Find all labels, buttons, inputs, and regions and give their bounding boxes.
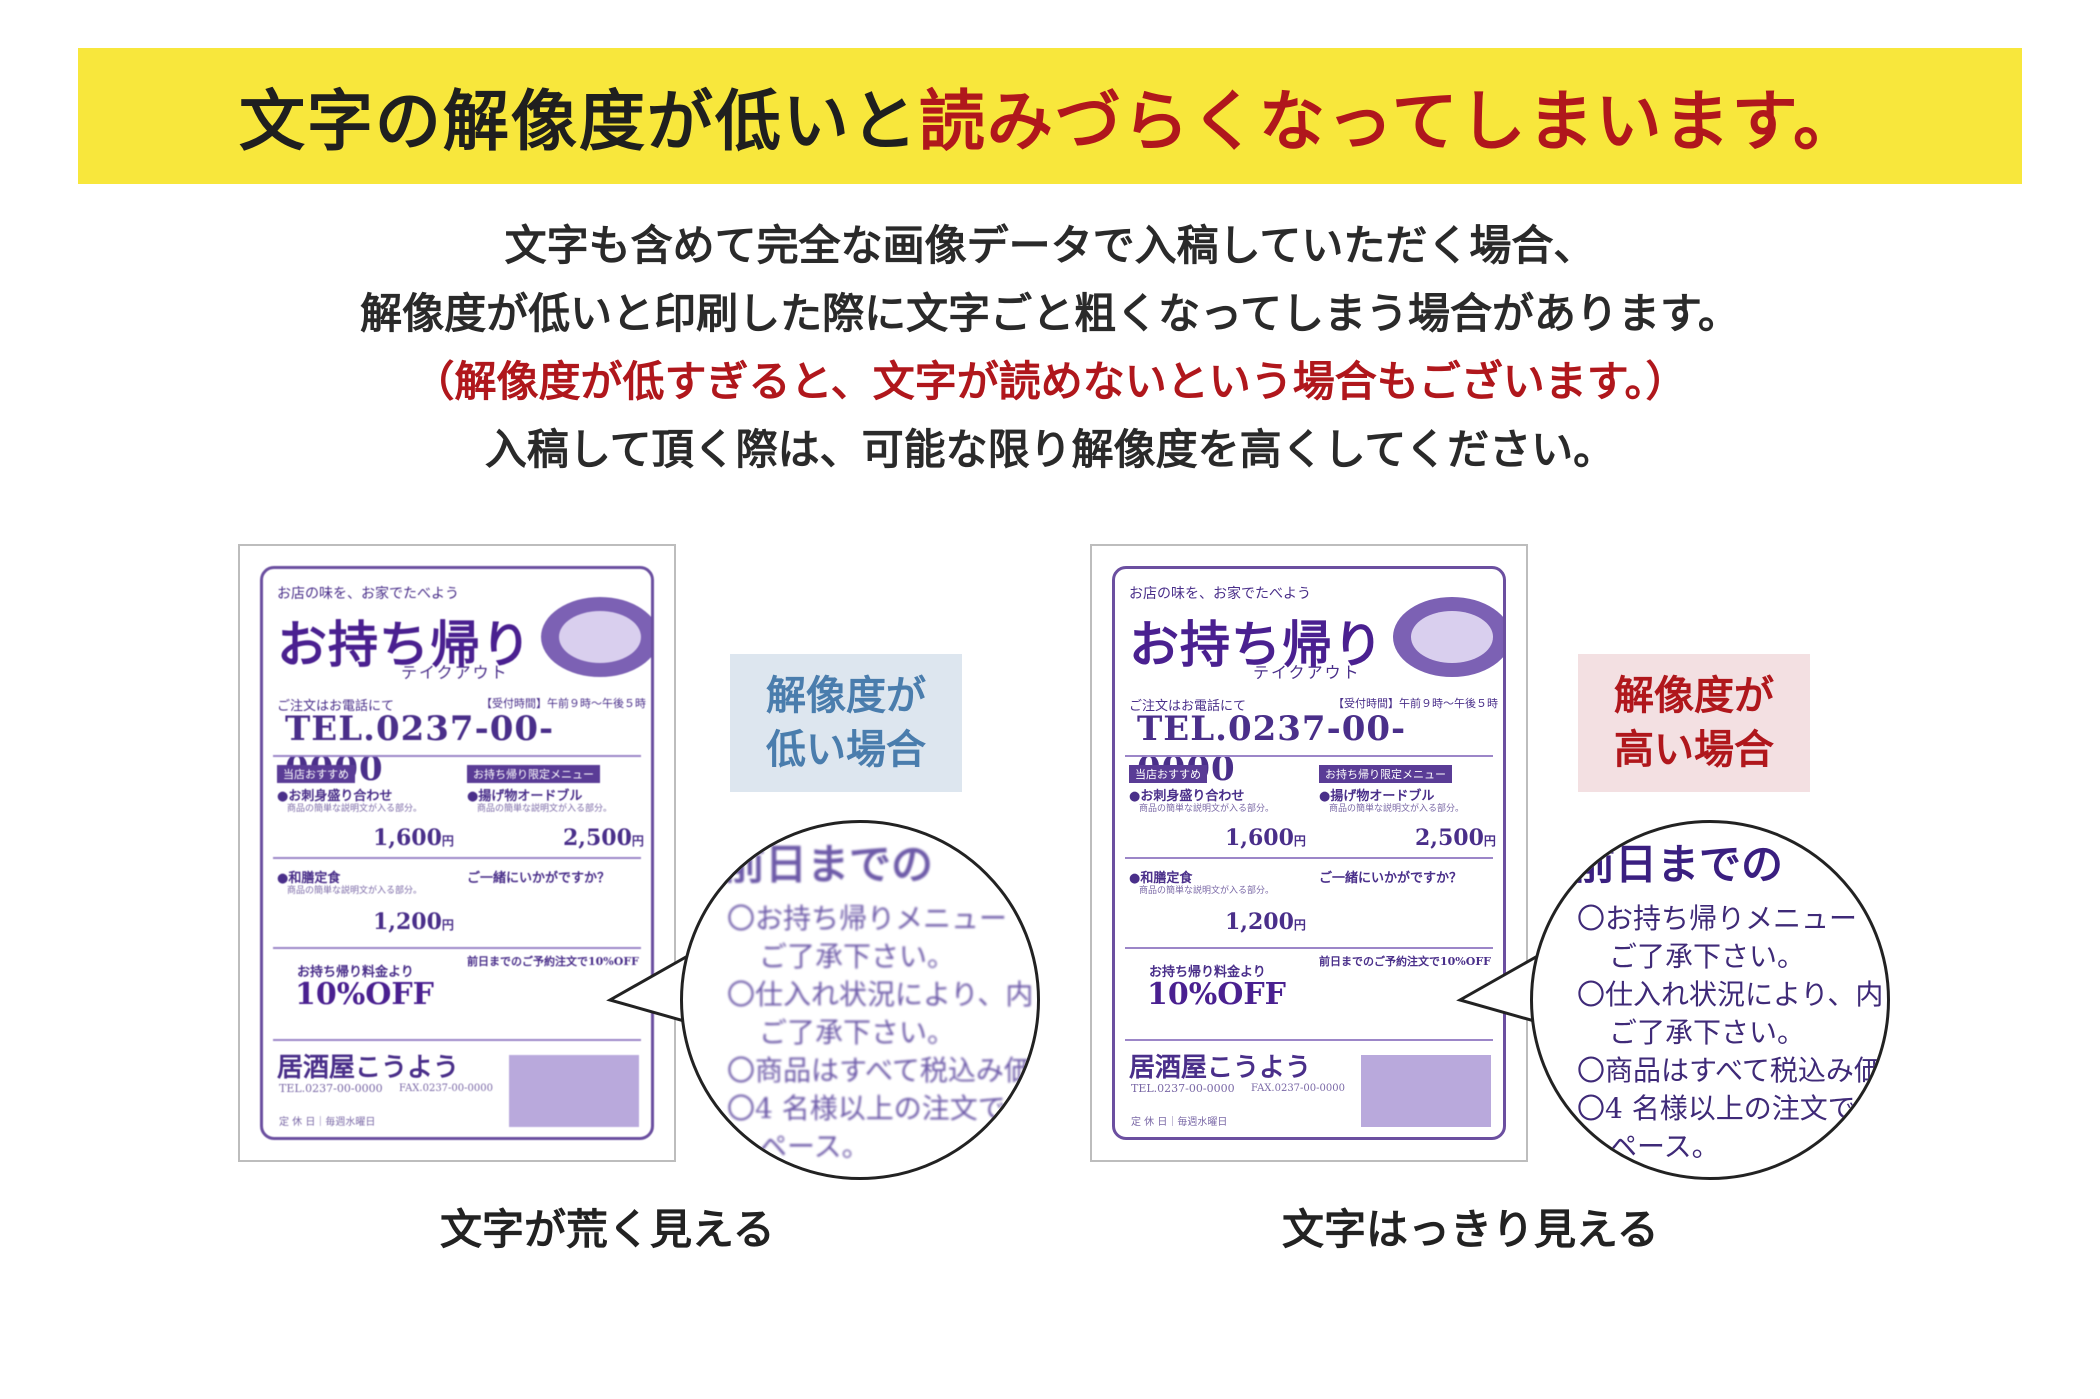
price-1: 1,600円 bbox=[373, 825, 454, 851]
zoom-line: ご了承下さい。 bbox=[1609, 1016, 1806, 1049]
divider bbox=[1125, 857, 1493, 859]
caption-high: 文字はっきり見える bbox=[1282, 1205, 1659, 1254]
menu-item-3: ●和膳定食 bbox=[1129, 871, 1193, 886]
price-2: 2,500円 bbox=[1415, 825, 1496, 851]
price-2: 2,500円 bbox=[563, 825, 644, 851]
label-line: 高い場合 bbox=[1614, 727, 1774, 773]
flyer-sub: お店の味を、お家でたべよう bbox=[277, 586, 459, 602]
flyer-content: お店の味を、お家でたべよう お持ち帰り テイクアウト ご注文はお電話にて 【受付… bbox=[1112, 566, 1506, 1140]
label-low-res: 解像度が 低い場合 bbox=[730, 654, 962, 792]
menu-item-2: ●揚げ物オードブル bbox=[1319, 789, 1435, 804]
advance-order: 前日までのご予約注文で10%OFF bbox=[1319, 955, 1491, 968]
divider bbox=[1125, 947, 1493, 949]
divider bbox=[273, 755, 641, 757]
label-line: 解像度が bbox=[1614, 673, 1774, 719]
menu-desc: 商品の簡単な説明文が入る部分。 bbox=[1329, 804, 1465, 814]
menu-item-4: ご一緒にいかがですか？ bbox=[467, 871, 611, 886]
price-3: 1,200円 bbox=[1225, 909, 1306, 935]
shop-closed: 定 休 日｜毎週水曜日 bbox=[279, 1117, 376, 1128]
shop-tel: TEL.0237-00-0000 bbox=[1131, 1082, 1235, 1095]
zoom-bubble-low: 前日までの 〇お持ち帰りメニュー ご了承下さい。 〇仕入れ状況により、内 ご了承… bbox=[680, 820, 1040, 1180]
flyer-takeout: テイクアウト bbox=[1253, 663, 1361, 682]
tag-limited: お持ち帰り限定メニュー bbox=[1319, 765, 1452, 783]
menu-item-4: ご一緒にいかがですか？ bbox=[1319, 871, 1463, 886]
tag-limited: お持ち帰り限定メニュー bbox=[467, 765, 600, 783]
divider bbox=[1125, 1039, 1493, 1041]
map-image bbox=[1361, 1055, 1491, 1127]
zoom-line: ペース。 bbox=[759, 1130, 870, 1163]
tag-recommend: 当店おすすめ bbox=[277, 765, 355, 783]
menu-item-2: ●揚げ物オードブル bbox=[467, 789, 583, 804]
zoom-line: ペース。 bbox=[1609, 1130, 1720, 1163]
menu-item-3: ●和膳定食 bbox=[277, 871, 341, 886]
zoom-line: 前日までの bbox=[723, 840, 934, 889]
flyer-title: お持ち帰り bbox=[1129, 615, 1384, 674]
menu-desc: 商品の簡単な説明文が入る部分。 bbox=[1139, 804, 1275, 814]
flyer-high-res: お店の味を、お家でたべよう お持ち帰り テイクアウト ご注文はお電話にて 【受付… bbox=[1090, 544, 1528, 1162]
discount-intro: お持ち帰り料金より bbox=[297, 965, 414, 980]
intro-text: 文字も含めて完全な画像データで入稿していただく場合、 解像度が低いと印刷した際に… bbox=[0, 212, 2100, 484]
price-3: 1,200円 bbox=[373, 909, 454, 935]
menu-desc: 商品の簡単な説明文が入る部分。 bbox=[287, 804, 423, 814]
discount-intro: お持ち帰り料金より bbox=[1149, 965, 1266, 980]
label-line: 解像度が bbox=[766, 673, 926, 719]
zoom-line: ご了承下さい。 bbox=[1609, 940, 1806, 973]
zoom-line: ご了承下さい。 bbox=[759, 1016, 956, 1049]
divider bbox=[1125, 755, 1493, 757]
advance-order: 前日までのご予約注文で10%OFF bbox=[467, 955, 639, 968]
flyer-low-res: お店の味を、お家でたべよう お持ち帰り テイクアウト ご注文はお電話にて 【受付… bbox=[238, 544, 676, 1162]
map-image bbox=[509, 1055, 639, 1127]
flyer-content: お店の味を、お家でたべよう お持ち帰り テイクアウト ご注文はお電話にて 【受付… bbox=[260, 566, 654, 1140]
menu-item-1: ●お刺身盛り合わせ bbox=[277, 789, 393, 804]
zoom-line: 前日までの bbox=[1573, 840, 1784, 889]
zoom-line: 〇4 名様以上の注文で bbox=[727, 1092, 1006, 1125]
intro-line-4: 入稿して頂く際は、可能な限り解像度を高くしてください。 bbox=[484, 425, 1616, 474]
zoom-line: 〇仕入れ状況により、内 bbox=[727, 978, 1034, 1011]
label-high-res: 解像度が 高い場合 bbox=[1578, 654, 1810, 792]
intro-line-1: 文字も含めて完全な画像データで入稿していただく場合、 bbox=[504, 221, 1596, 270]
flyer-title: お持ち帰り bbox=[277, 615, 532, 674]
shop-tel: TEL.0237-00-0000 bbox=[279, 1082, 383, 1095]
flyer-takeout: テイクアウト bbox=[401, 663, 509, 682]
shop-name: 居酒屋こうよう bbox=[277, 1053, 460, 1083]
shop-name: 居酒屋こうよう bbox=[1129, 1053, 1312, 1083]
zoom-line: 〇仕入れ状況により、内 bbox=[1577, 978, 1884, 1011]
zoom-bubble-high: 前日までの 〇お持ち帰りメニュー ご了承下さい。 〇仕入れ状況により、内 ご了承… bbox=[1530, 820, 1890, 1180]
zoom-line: 〇4 名様以上の注文で bbox=[1577, 1092, 1856, 1125]
headline-part1: 文字の解像度が低いと bbox=[238, 83, 919, 160]
tag-recommend: 当店おすすめ bbox=[1129, 765, 1207, 783]
price-1: 1,600円 bbox=[1225, 825, 1306, 851]
zoom-line: 〇商品はすべて税込み価 bbox=[727, 1054, 1032, 1087]
shop-closed: 定 休 日｜毎週水曜日 bbox=[1131, 1117, 1228, 1128]
flyer-order: ご注文はお電話にて bbox=[277, 699, 395, 714]
food-plate-image bbox=[1393, 597, 1503, 677]
shop-fax: FAX.0237-00-0000 bbox=[1251, 1083, 1345, 1094]
intro-line-2: 解像度が低いと印刷した際に文字ごと粗くなってしまう場合があります。 bbox=[360, 289, 1740, 338]
caption-low: 文字が荒く見える bbox=[440, 1205, 775, 1254]
menu-desc: 商品の簡単な説明文が入る部分。 bbox=[287, 886, 423, 896]
zoom-line: 〇お持ち帰りメニュー bbox=[727, 902, 1008, 935]
food-plate-image bbox=[541, 597, 651, 677]
divider bbox=[273, 857, 641, 859]
flyer-sub: お店の味を、お家でたべよう bbox=[1129, 586, 1311, 602]
zoom-line: ご了承下さい。 bbox=[759, 940, 956, 973]
menu-desc: 商品の簡単な説明文が入る部分。 bbox=[1139, 886, 1275, 896]
divider bbox=[273, 947, 641, 949]
flyer-hours: 【受付時間】午前９時〜午後５時 bbox=[481, 697, 646, 710]
headline-part2: 読みづらくなってしまいます。 bbox=[918, 83, 1862, 160]
shop-fax: FAX.0237-00-0000 bbox=[399, 1083, 493, 1094]
discount-value: 10%OFF bbox=[295, 977, 434, 1012]
label-line: 低い場合 bbox=[766, 727, 926, 773]
zoom-line: 〇商品はすべて税込み価 bbox=[1577, 1054, 1882, 1087]
zoom-line: 〇お持ち帰りメニュー bbox=[1577, 902, 1858, 935]
menu-item-1: ●お刺身盛り合わせ bbox=[1129, 789, 1245, 804]
discount-value: 10%OFF bbox=[1147, 977, 1286, 1012]
flyer-hours: 【受付時間】午前９時〜午後５時 bbox=[1333, 697, 1498, 710]
flyer-order: ご注文はお電話にて bbox=[1129, 699, 1247, 714]
headline-banner: 文字の解像度が低いと読みづらくなってしまいます。 bbox=[78, 48, 2022, 184]
intro-line-3: （解像度が低すぎると、文字が読めないという場合もございます。） bbox=[412, 357, 1688, 406]
divider bbox=[273, 1039, 641, 1041]
menu-desc: 商品の簡単な説明文が入る部分。 bbox=[477, 804, 613, 814]
